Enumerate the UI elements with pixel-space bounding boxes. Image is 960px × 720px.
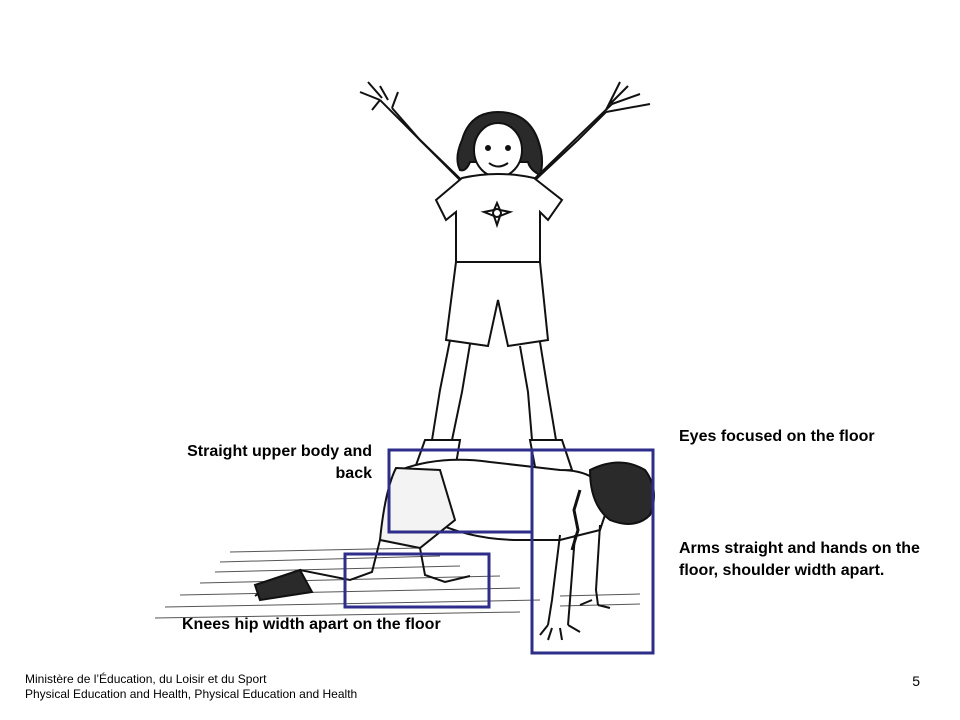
page-number: 5: [912, 673, 920, 689]
kneeling-girl: [253, 458, 655, 641]
footer: Ministère de l’Éducation, du Loisir et d…: [25, 672, 357, 702]
arms-label: Arms straight and hands on the floor, sh…: [679, 540, 920, 579]
floor-shading: [154, 547, 641, 619]
standing-girl: [359, 81, 651, 474]
knees-label: Knees hip width apart on the floor: [182, 616, 441, 633]
upper-body-label: Straight upper body and back: [187, 443, 372, 482]
highlight-boxes: [343, 448, 655, 655]
arms-box: [530, 448, 655, 655]
footer-line-2: Physical Education and Health, Physical …: [25, 687, 358, 701]
eyes-label: Eyes focused on the floor: [679, 428, 875, 445]
knees-box: [343, 552, 491, 609]
footer-line-1: Ministère de l’Éducation, du Loisir et d…: [25, 672, 267, 686]
